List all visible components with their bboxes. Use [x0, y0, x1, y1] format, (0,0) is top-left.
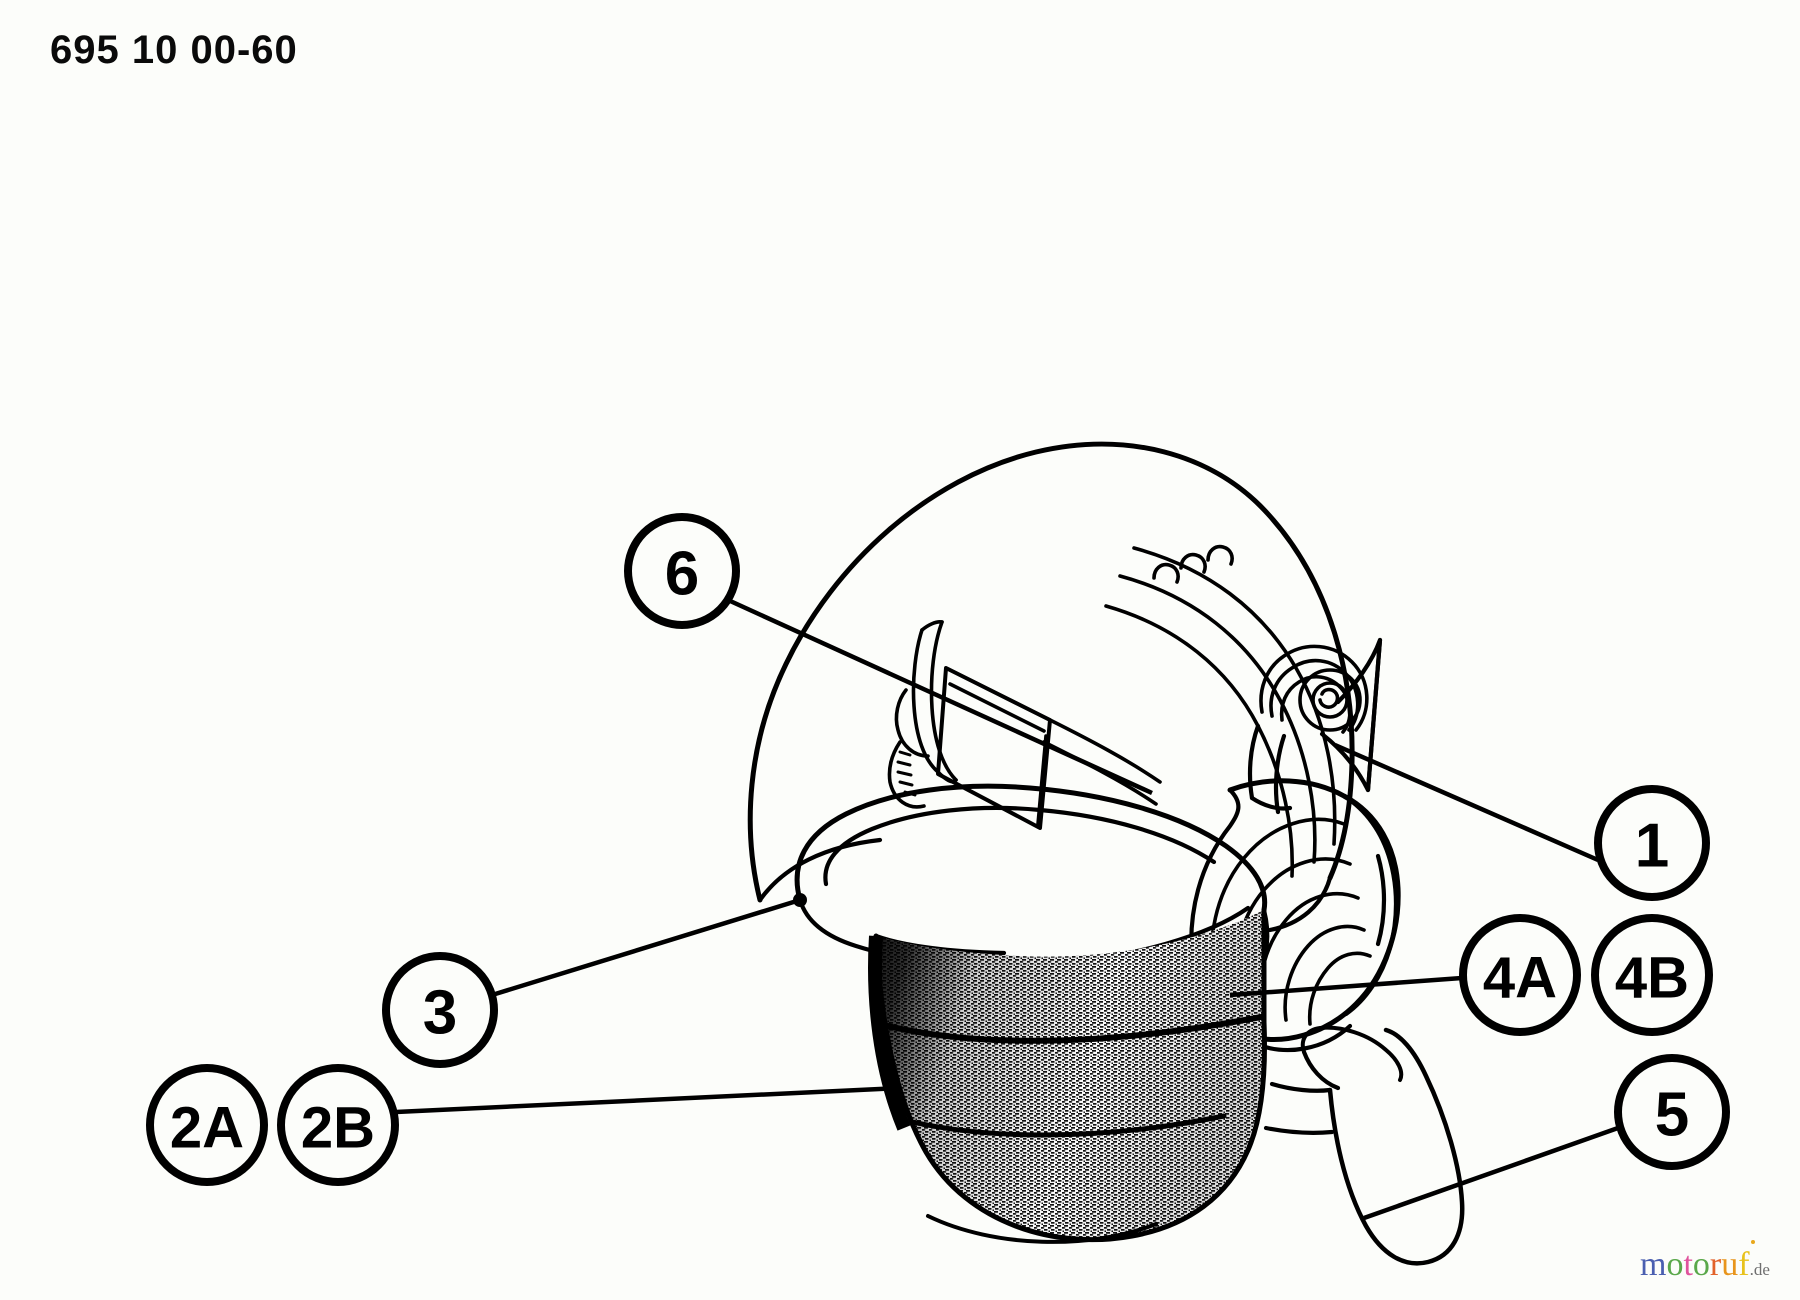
- callout-4B-circle: [1591, 914, 1713, 1036]
- leader-lines: [395, 597, 1619, 1221]
- callout-3-circle: [382, 952, 498, 1068]
- callout-labels: 6 3 2A 2B 1 4A 4B 5: [170, 540, 1689, 1161]
- watermark-letter: o: [1666, 1246, 1684, 1283]
- watermark-letter: f: [1738, 1246, 1750, 1283]
- callout-2B-circle: [277, 1064, 399, 1186]
- watermark-letter: t: [1683, 1246, 1693, 1283]
- callout-1-label: 1: [1635, 812, 1669, 881]
- callout-4A-circle: [1459, 914, 1581, 1036]
- strap-tab: [1263, 1025, 1465, 1266]
- helmet-shell: [747, 441, 1355, 903]
- callout-6-label: 6: [665, 540, 699, 609]
- motoruf-watermark: motoruf.de: [1640, 1248, 1770, 1282]
- ear-defender-pivot: [1259, 644, 1369, 734]
- callout-2A-circle: [146, 1064, 268, 1186]
- page-title: 695 10 00-60: [50, 28, 298, 72]
- leader-1: [1334, 742, 1599, 863]
- shell-ridges: [1104, 544, 1337, 878]
- callout-6-circle: [624, 513, 740, 629]
- watermark-tld: .de: [1749, 1260, 1770, 1279]
- watermark-letter: m: [1640, 1246, 1667, 1283]
- watermark-letter: u: [1721, 1246, 1739, 1283]
- callout-2B-label: 2B: [301, 1096, 375, 1161]
- leader-3: [491, 897, 801, 998]
- leader-4A: [1229, 975, 1463, 998]
- callout-5-circle: [1614, 1054, 1730, 1170]
- watermark-letters: motoruf: [1640, 1246, 1750, 1283]
- callout-1-circle: [1594, 785, 1710, 901]
- watermark-letter: r: [1709, 1246, 1722, 1283]
- leader-5: [1363, 1125, 1619, 1221]
- leader-6: [727, 597, 1153, 796]
- callout-2A-label: 2A: [170, 1096, 244, 1161]
- callout-3-label: 3: [423, 979, 457, 1048]
- callout-4A-label: 4A: [1483, 946, 1557, 1011]
- watermark-letter: o: [1692, 1246, 1710, 1283]
- callout-4B-label: 4B: [1615, 946, 1689, 1011]
- callout-bubbles: [146, 513, 1730, 1186]
- visor-bracket: [887, 620, 1162, 830]
- callout-5-label: 5: [1655, 1081, 1689, 1150]
- leader-3-endpoint: [793, 893, 807, 907]
- leader-2B: [395, 1085, 901, 1115]
- mesh-visor: [868, 907, 1267, 1244]
